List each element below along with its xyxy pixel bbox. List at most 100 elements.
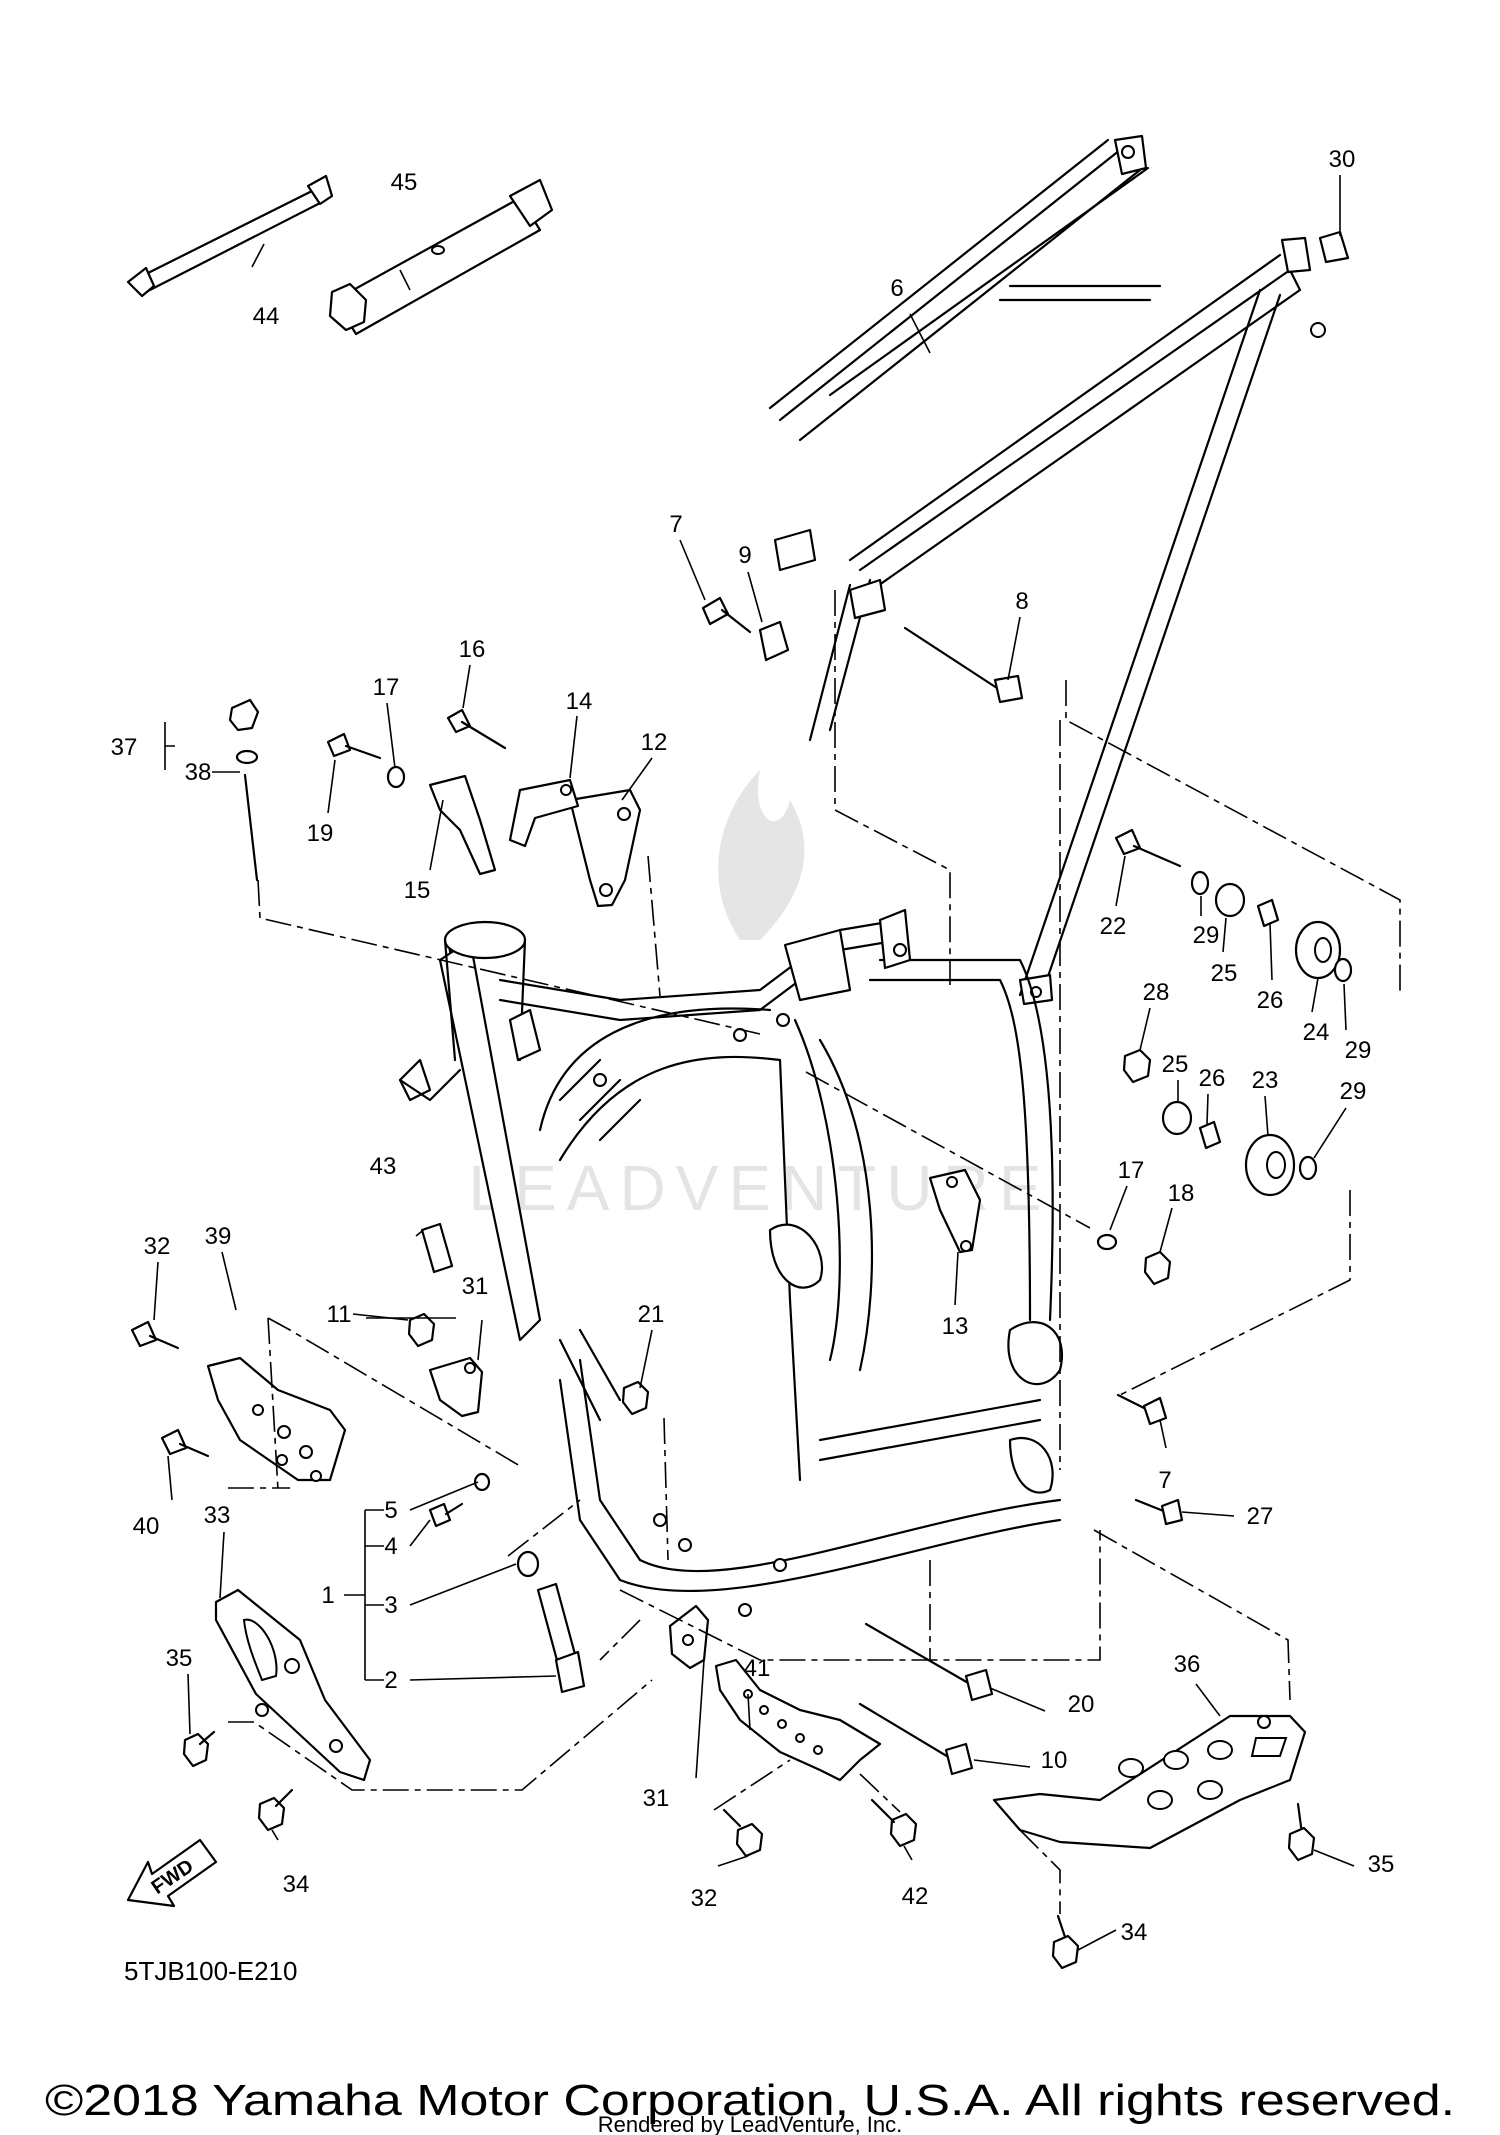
bolt-27 <box>1134 1498 1184 1526</box>
callout-35-left: 35 <box>166 1645 193 1672</box>
bolt-7-upper <box>701 596 752 634</box>
callout-10: 10 <box>1041 1747 1068 1774</box>
fwd-arrow-icon: FWD <box>126 1838 218 1908</box>
callout-15: 15 <box>404 877 431 904</box>
callout-7-lower: 7 <box>1158 1467 1171 1494</box>
callout-23: 23 <box>1252 1067 1279 1094</box>
washer-5 <box>473 1472 491 1492</box>
callout-37: 37 <box>111 734 138 761</box>
washer-17-lower <box>1096 1233 1118 1251</box>
callout-42: 42 <box>902 1883 929 1910</box>
callout-17-lower: 17 <box>1118 1157 1145 1184</box>
plate-33 <box>214 1588 372 1782</box>
callout-45: 45 <box>391 169 418 196</box>
callout-25-lower: 25 <box>1162 1051 1189 1078</box>
bolt-16 <box>446 708 507 750</box>
callout-32-lower: 32 <box>691 1885 718 1912</box>
collar-26-b <box>1198 1120 1222 1150</box>
callout-14: 14 <box>566 688 593 715</box>
nut-28 <box>1122 1048 1152 1084</box>
callout-2: 2 <box>384 1667 397 1694</box>
callout-26-lower: 26 <box>1199 1065 1226 1092</box>
callout-26-upper: 26 <box>1257 987 1284 1014</box>
callout-34-right: 34 <box>1121 1919 1148 1946</box>
callout-31-upper: 31 <box>462 1273 489 1300</box>
long-bolt-8 <box>903 626 1024 704</box>
bolt-4 <box>428 1502 464 1528</box>
bolt-20 <box>864 1622 994 1702</box>
mount-24 <box>1294 920 1342 980</box>
callout-16: 16 <box>459 636 486 663</box>
mount-23 <box>1244 1133 1296 1197</box>
washer-29-b <box>1333 957 1353 983</box>
skid-plate-36 <box>992 1714 1307 1850</box>
bracket-12 <box>568 788 642 908</box>
callout-33: 33 <box>204 1502 231 1529</box>
callout-13: 13 <box>942 1313 969 1340</box>
callout-34-left: 34 <box>283 1871 310 1898</box>
callout-6: 6 <box>890 275 903 302</box>
nut-18 <box>1143 1250 1172 1286</box>
callout-29-c: 29 <box>1340 1078 1367 1105</box>
callout-29-a: 29 <box>1193 922 1220 949</box>
callout-4: 4 <box>384 1533 397 1560</box>
bolt-35-right <box>1287 1802 1316 1862</box>
gasket-3 <box>516 1550 540 1578</box>
bolt-32-lower <box>722 1808 764 1858</box>
watermark: LEADVENTURE <box>469 770 1042 1224</box>
callout-44: 44 <box>253 303 280 330</box>
bolt-19 <box>326 732 382 760</box>
washer-17-upper <box>386 765 406 789</box>
washer-29-c <box>1298 1155 1318 1181</box>
callout-1: 1 <box>321 1582 334 1609</box>
drain-bolt-2 <box>536 1582 586 1694</box>
main-frame <box>398 908 1063 1617</box>
bolt-32-upper <box>130 1320 180 1350</box>
callout-9: 9 <box>738 542 751 569</box>
collar-26-a <box>1256 898 1280 928</box>
bushing-25-b <box>1161 1100 1193 1136</box>
leader-lines <box>153 175 1355 1951</box>
callout-5: 5 <box>384 1497 397 1524</box>
callout-25-upper: 25 <box>1211 960 1238 987</box>
socket-wrench-45 <box>328 178 554 336</box>
spanner-44 <box>126 174 334 298</box>
bolt-42 <box>870 1798 918 1848</box>
bolt-22 <box>1114 828 1182 868</box>
bracket-31-upper <box>428 1356 484 1418</box>
sleeve-43 <box>420 1222 454 1274</box>
guard-41 <box>714 1658 882 1782</box>
bolt-34-right <box>1051 1914 1080 1970</box>
callout-8: 8 <box>1015 588 1028 615</box>
nut-21 <box>621 1380 650 1416</box>
callout-32-upper: 32 <box>144 1233 171 1260</box>
callout-38: 38 <box>185 759 212 786</box>
callout-36: 36 <box>1174 1651 1201 1678</box>
copyright-notice: ©2018 Yamaha Motor Corporation, U.S.A. A… <box>45 2076 1455 2125</box>
callout-3: 3 <box>384 1592 397 1619</box>
bolt-10 <box>858 1702 974 1776</box>
callout-11: 11 <box>327 1301 352 1328</box>
callout-27: 27 <box>1247 1503 1274 1530</box>
dipstick-37 <box>228 698 260 882</box>
callout-30: 30 <box>1329 146 1356 173</box>
bracket-31-lower <box>668 1604 710 1670</box>
callout-39: 39 <box>205 1223 232 1250</box>
rear-subframe-6 <box>768 134 1326 1006</box>
callout-22: 22 <box>1100 913 1127 940</box>
callout-35-right: 35 <box>1368 1851 1395 1878</box>
callout-18: 18 <box>1168 1180 1195 1207</box>
callout-12: 12 <box>641 729 668 756</box>
callout-20: 20 <box>1068 1691 1095 1718</box>
callout-40: 40 <box>133 1513 160 1540</box>
rendered-by: Rendered by LeadVenture, Inc. <box>598 2112 903 2135</box>
callout-31-lower: 31 <box>643 1785 670 1812</box>
engine-bracket-13 <box>928 1168 982 1254</box>
callout-17-upper: 17 <box>373 674 400 701</box>
washer-29-a <box>1190 870 1210 896</box>
bolt-34-left <box>257 1788 294 1832</box>
collar-9 <box>758 620 790 662</box>
bushing-25-a <box>1214 882 1246 918</box>
bolt-40 <box>160 1428 210 1458</box>
